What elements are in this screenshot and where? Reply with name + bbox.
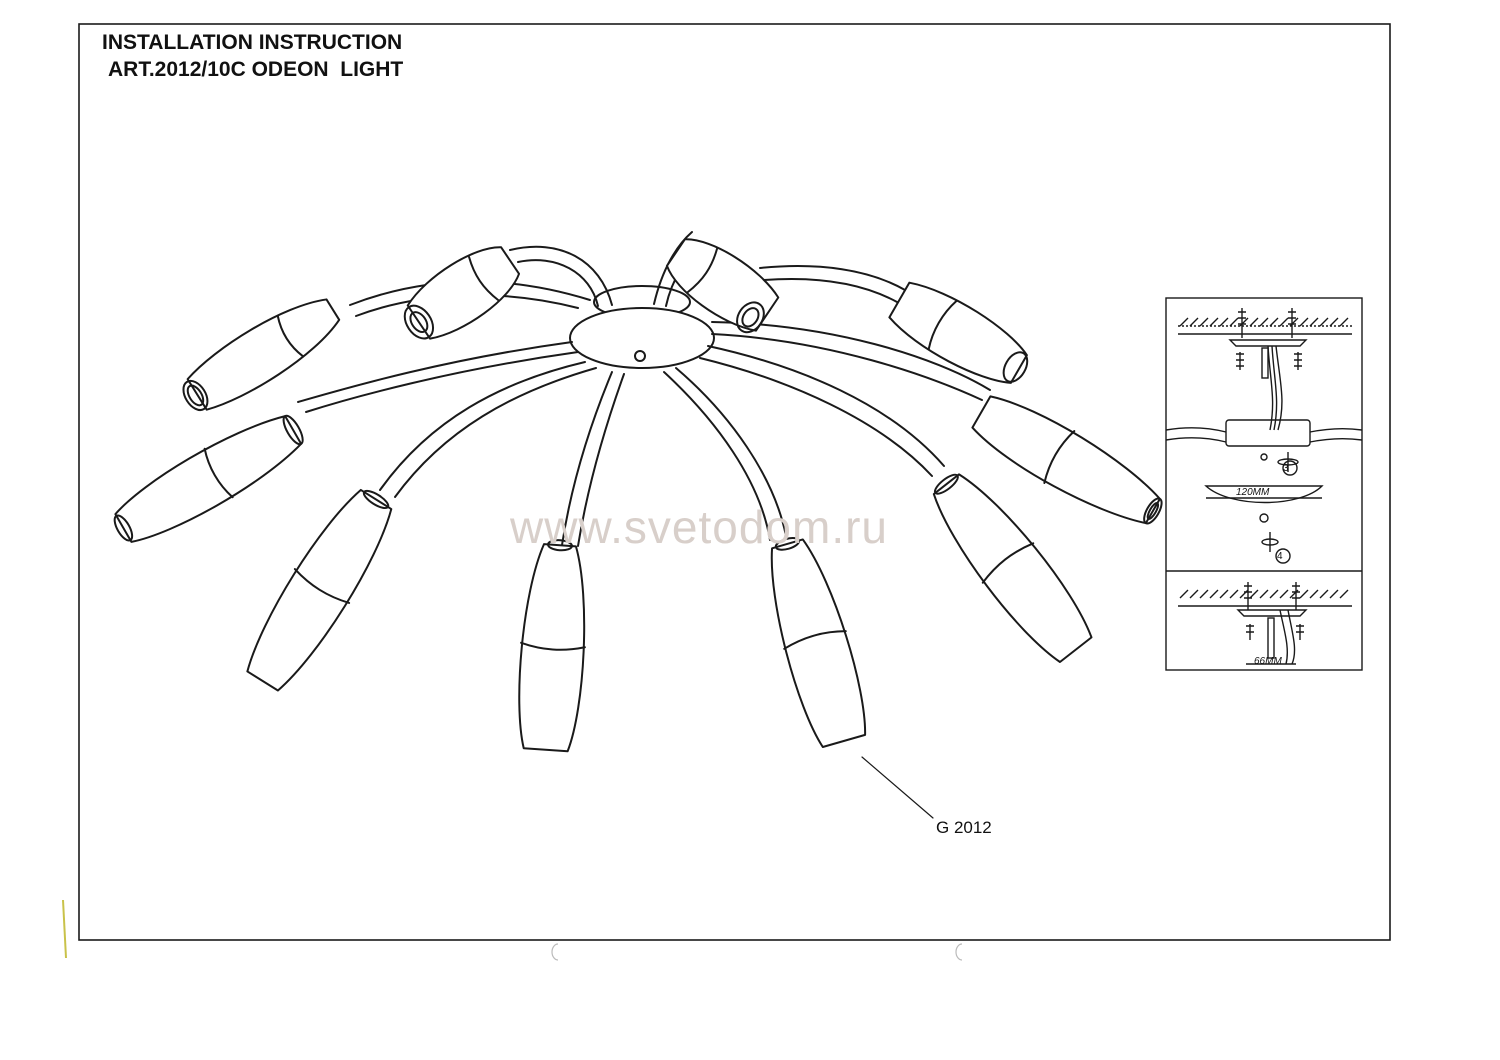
shade-5 [113,414,304,543]
screw-bottom-left [1244,582,1252,610]
wire-sleeve [1261,347,1269,379]
shade-6 [971,395,1163,525]
step-number-3: 3 [1283,463,1289,474]
callout-leader-line [861,756,934,819]
shade-1 [182,298,341,412]
connector-body [1225,419,1311,447]
punch-hole-left [551,943,559,961]
watermark-text: www.svetodom.ru [510,501,889,553]
document-title: INSTALLATION INSTRUCTION [102,31,403,54]
step-number-4: 4 [1277,551,1283,562]
dimension-label-lower: 66MM [1254,656,1282,667]
shade-7 [246,488,393,692]
bracket-screws [1236,352,1302,370]
screw-bottom-right [1292,582,1300,610]
bracket-screws-bottom [1246,624,1304,640]
shade-8 [518,539,586,753]
shade-10 [932,473,1093,663]
canopy-plate [569,307,715,369]
step-4-marker [1275,548,1291,564]
punch-hole-right [955,943,963,961]
page-frame [78,23,1391,941]
scan-mark-left [62,899,67,959]
mounting-bracket [1228,339,1308,347]
shade-9 [770,537,867,748]
step-3-marker [1282,460,1298,476]
part-label: G 2012 [936,818,992,837]
wires-bottom [1279,609,1296,665]
wires [1267,345,1283,431]
ceiling-hatch-bottom [1178,589,1352,607]
finial-screw [1261,532,1279,552]
arm-tube-left [1165,427,1227,443]
shade-3 [665,238,780,334]
detail-panel-frame [1165,297,1363,671]
ceiling-hatch-top [1178,317,1352,335]
article-number: ART.2012/10C ODEON LIGHT [108,58,404,81]
canopy-screw [634,350,646,362]
bracket-bottom [1236,609,1308,617]
shade-2 [403,246,521,340]
detail-panel [1165,297,1363,671]
screw-top-right [1288,308,1296,338]
dimension-label-upper: 120MM [1236,487,1270,498]
chandelier-drawing [113,231,1163,819]
canopy-plate-detail [1204,485,1324,504]
arm-tube-right [1309,427,1363,443]
front-arms [297,321,991,547]
shade-4 [888,281,1029,384]
screw-top-left [1238,308,1246,338]
wire-sleeve-bottom [1267,617,1275,659]
